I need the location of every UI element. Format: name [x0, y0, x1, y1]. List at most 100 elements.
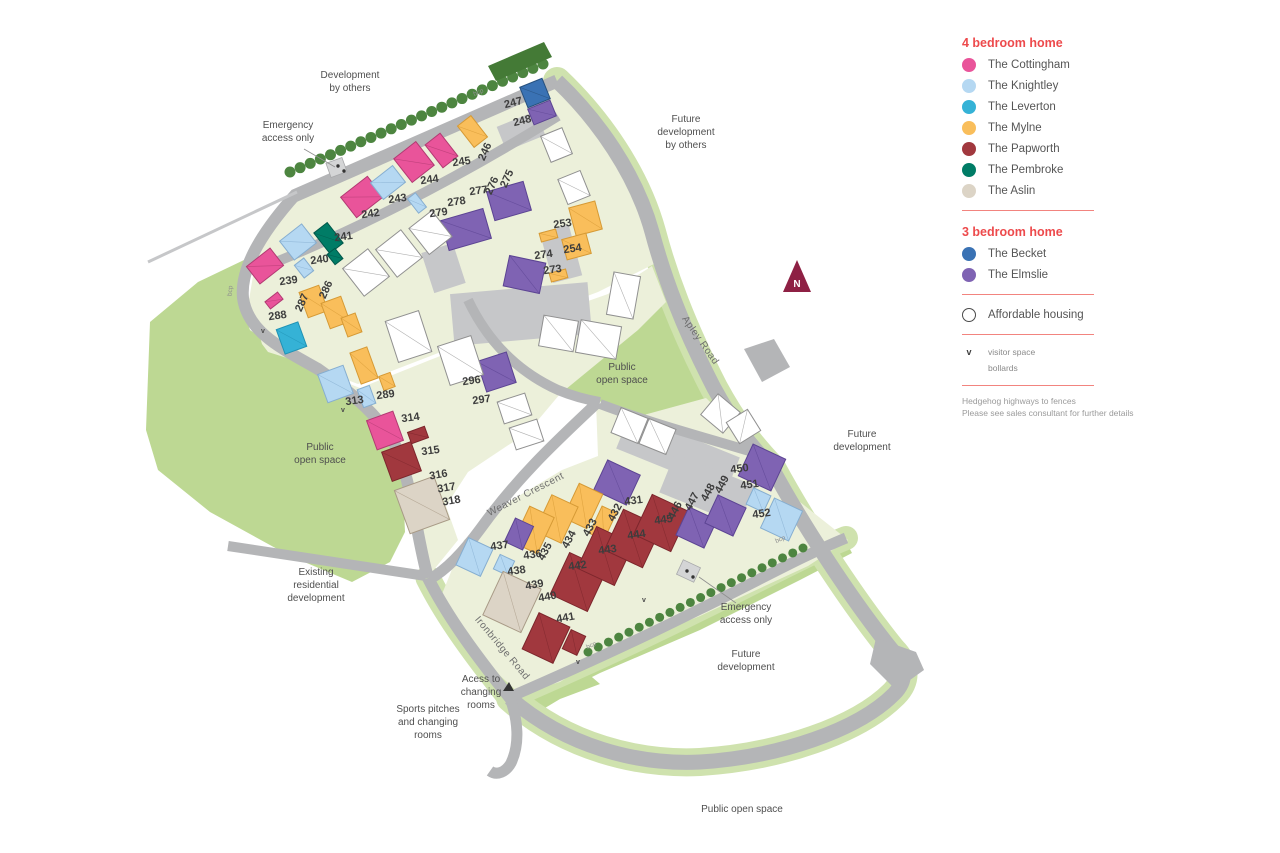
legend-divider	[962, 210, 1094, 211]
legend-item-cottingham: The Cottingham	[962, 54, 1137, 75]
house-roofline	[313, 232, 344, 244]
leader-line	[303, 148, 336, 168]
visitor-space-marker: v	[642, 597, 646, 604]
house-roofline	[407, 198, 427, 208]
development-parcel	[306, 266, 666, 572]
visitor-space-marker: v	[261, 328, 265, 335]
pembroke-swatch-icon	[962, 162, 976, 177]
road	[486, 696, 523, 779]
leverton-swatch-icon	[962, 99, 976, 114]
area-label: Public open space	[701, 804, 783, 815]
plot-label-241: 241	[334, 230, 354, 244]
plot-label-274: 274	[534, 248, 555, 263]
legend-notes: Hedgehog highways to fences Please see s…	[962, 395, 1137, 419]
papworth-swatch-icon	[962, 141, 976, 156]
legend-divider	[962, 334, 1094, 335]
plot-label-273: 273	[543, 263, 563, 277]
legend-bollards: bollards	[962, 360, 1137, 376]
plot-label-438: 438	[507, 564, 527, 578]
tree-icon	[466, 88, 478, 100]
tree-icon	[416, 110, 428, 122]
bcp-label: bcp	[585, 640, 598, 651]
house-roofline	[457, 125, 488, 138]
house-roofline	[340, 317, 363, 333]
tree-icon	[644, 617, 654, 627]
area-label: Future	[732, 649, 761, 660]
plot-label-277: 277	[469, 184, 489, 198]
tree-icon	[583, 647, 593, 657]
house-roofline	[578, 483, 588, 529]
tree-icon	[696, 593, 706, 603]
house-roofline	[651, 494, 672, 552]
area-label: access only	[262, 133, 314, 144]
tree-icon	[593, 642, 603, 652]
plot-label-296: 296	[462, 374, 482, 388]
tree-icon	[314, 153, 326, 165]
area-label: open space	[596, 375, 648, 386]
area-label: Existing	[298, 567, 333, 578]
house-roofline	[378, 376, 396, 387]
area-label: Emergency	[721, 602, 772, 613]
house-roofline	[570, 629, 578, 656]
house-roofline	[739, 409, 748, 444]
plot-label-240: 240	[310, 253, 330, 267]
legend-item-label: The Mylne	[988, 121, 1042, 134]
road	[551, 75, 898, 655]
tree-icon	[294, 162, 306, 174]
bollard-dot-icon	[691, 575, 695, 579]
house-roofline	[549, 273, 568, 278]
tree-icon	[345, 140, 357, 152]
house-roofline	[515, 517, 523, 551]
bcp-label: bcp	[226, 285, 234, 297]
visitor-space-marker: v	[341, 407, 345, 414]
visitor-space-icon: v	[966, 347, 972, 357]
legend-item-knightley: The Knightley	[962, 75, 1137, 96]
elmslie-swatch-icon	[962, 267, 976, 282]
access-triangle-icon	[503, 682, 514, 691]
house-roofline	[717, 393, 724, 434]
tree-icon	[355, 136, 367, 148]
tree-icon	[335, 144, 347, 156]
house-roofline	[375, 249, 423, 258]
mylne-swatch-icon	[962, 120, 976, 135]
emergency-access-pad	[325, 157, 348, 178]
legend-item-label: The Aslin	[988, 184, 1036, 197]
plot-label-314: 314	[401, 411, 422, 426]
legend-item-leverton: The Leverton	[962, 96, 1137, 117]
plot-label-442: 442	[568, 559, 588, 573]
bollard-dot-icon	[685, 569, 689, 573]
house-roofline	[580, 319, 617, 360]
legend-item-label: The Cottingham	[988, 58, 1070, 71]
legend-item-aslin: The Aslin	[962, 180, 1137, 201]
area-label: Emergency	[263, 120, 314, 131]
north-arrow-icon	[783, 260, 811, 292]
tree-icon	[395, 118, 407, 130]
tree-icon	[614, 632, 624, 642]
becket-swatch-icon	[962, 246, 976, 261]
legend-heading-3bed: 3 bedroom home	[962, 225, 1063, 239]
area-label: development	[287, 593, 344, 604]
tree-icon	[665, 607, 675, 617]
road	[227, 541, 427, 581]
house-roofline	[381, 451, 422, 472]
house-roofline	[519, 87, 551, 99]
area-label: and changing	[398, 717, 458, 728]
house-roofline	[468, 537, 481, 577]
plot-label-289: 289	[376, 388, 396, 402]
house-roofline	[509, 427, 544, 442]
marker-label: bollards	[988, 363, 1018, 373]
road	[598, 399, 768, 461]
house-roofline	[540, 136, 573, 154]
house-roofline	[407, 432, 429, 438]
plot-label-440: 440	[537, 590, 557, 605]
area-label: Future	[848, 429, 877, 440]
house-roofline	[607, 459, 627, 506]
plot-label-247: 247	[503, 95, 524, 111]
plot-label-316: 316	[428, 468, 448, 483]
house-roofline	[246, 265, 284, 267]
area-label: by others	[329, 83, 370, 94]
area-label: development	[833, 442, 890, 453]
house-roofline	[279, 240, 317, 244]
legend-divider	[962, 385, 1094, 386]
house-roofline	[476, 361, 517, 383]
